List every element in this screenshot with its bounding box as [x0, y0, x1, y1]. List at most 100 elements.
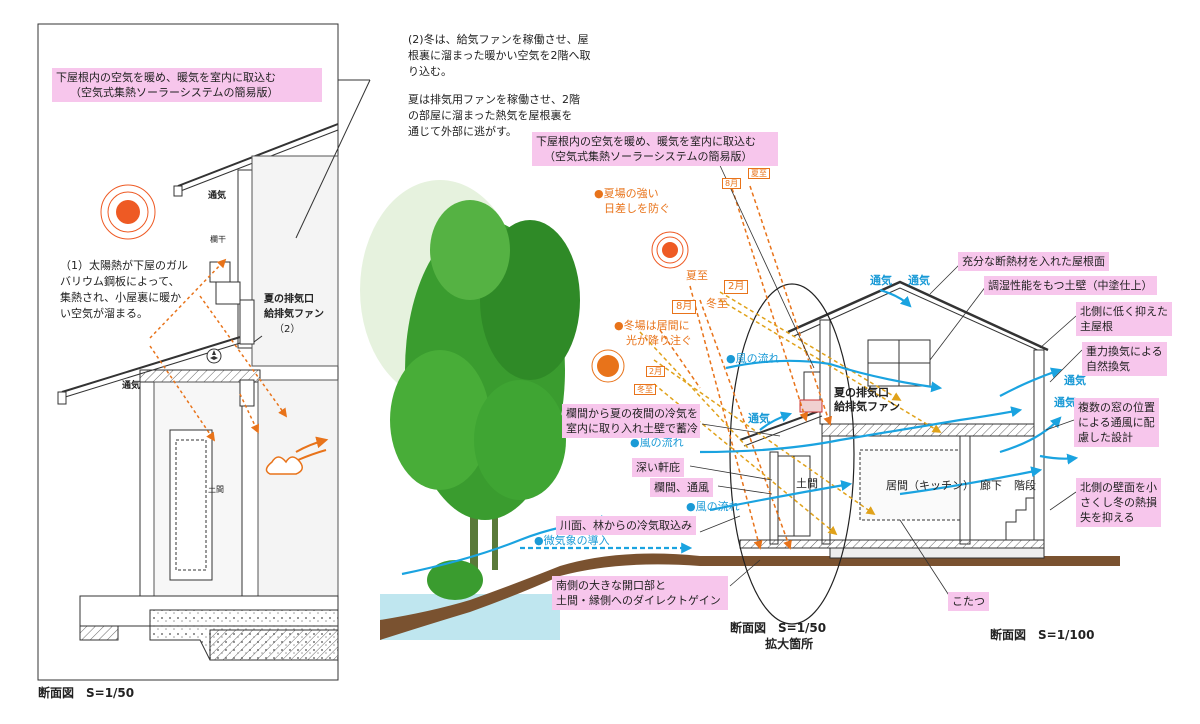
tag-feb-small: 2月: [646, 366, 666, 377]
top-note3-line: の部屋に溜まった熱気を屋根裏を: [408, 109, 573, 122]
left-label-vent-bottom: 通気: [122, 381, 141, 391]
left-note1-line: （1）太陽熱が下屋のガル: [60, 259, 188, 272]
top-note2-line: り込む。: [408, 65, 452, 78]
winter-sun-label: ●冬場は居間に 光が降り注ぐ: [614, 318, 692, 348]
north-roof-line2: 主屋根: [1080, 320, 1113, 333]
right-title-box: 下屋根内の空気を暖め、暖気を室内に取込む （空気式集熱ソーラーシステムの簡易版）: [532, 132, 778, 166]
sun-summer-icon: [651, 231, 689, 269]
ranma-box: 欄間から夏の夜間の冷気を 室内に取り入れ土壁で蓄冷: [562, 404, 700, 438]
left-sun-arrow-1: [149, 258, 227, 339]
left-exhaust-line2: 給排気ファン: [264, 309, 324, 320]
water-area: [380, 594, 560, 640]
vent-r2-label: 通気: [1054, 396, 1076, 409]
north-wall-box: 北側の壁面を小 さくし冬の熱損 失を抑える: [1076, 478, 1161, 527]
wind-label-3: ●風の流れ: [686, 500, 740, 513]
sun-winter-icon: [591, 349, 625, 383]
ranma-vent-box: 欄間、通風: [650, 478, 713, 497]
eaves-box: 深い軒庇: [632, 458, 684, 477]
windows-line2: による通風に配: [1078, 416, 1155, 429]
zoom-scale-line1: 断面図 S=1/50: [730, 621, 827, 635]
house-section-drawing: [739, 280, 1049, 559]
south-opening-box: 南側の大きな開口部と 土間・縁側へのダイレクトゲイン: [552, 576, 728, 610]
south-opening-line1: 南側の大きな開口部と: [556, 579, 666, 592]
left-label-doma: 土間: [208, 485, 224, 494]
micro-climate-label: ●微気象の導入: [534, 534, 610, 547]
gravity-vent-box: 重力換気による 自然換気: [1082, 342, 1167, 376]
stairs-label: 階段: [1014, 479, 1036, 492]
left-sun-icon: [100, 184, 156, 240]
right-scale-label: 断面図 S=1/100: [990, 628, 1095, 642]
gravity-vent-line2: 自然換気: [1086, 360, 1130, 373]
left-exhaust-line3: （2）: [274, 324, 301, 335]
right-title-line1: 下屋根内の空気を暖め、暖気を室内に取込む: [536, 135, 756, 148]
tag-winter-solstice: 冬至: [706, 297, 728, 310]
zoom-ellipse: [729, 283, 855, 625]
left-title-box: 下屋根内の空気を暖め、暖気を室内に取込む （空気式集熱ソーラーシステムの簡易版）: [52, 68, 322, 102]
left-note1-line: い空気が溜まる。: [60, 307, 148, 320]
zoom-scale-line2: 拡大箇所: [765, 637, 814, 651]
left-note1-line: 集熱され、小屋裏に暖か: [60, 291, 182, 304]
tag-winter-small: 冬至: [634, 384, 656, 395]
north-wall-line2: さくし冬の熱損: [1080, 496, 1157, 509]
left-title-line1: 下屋根内の空気を暖め、暖気を室内に取込む: [56, 71, 276, 84]
left-note1: （1）太陽熱が下屋のガル バリウム鋼板によって、 集熱され、小屋裏に暖か い空気…: [60, 258, 188, 322]
zoom-scale-label: 断面図 S=1/50 拡大箇所: [730, 620, 826, 652]
summer-sun-label: ●夏場の強い 日差しを防ぐ: [594, 186, 670, 216]
north-wall-line3: 失を抑える: [1080, 511, 1135, 524]
top-note3-line: 夏は排気用ファンを稼働させ、2階: [408, 93, 580, 106]
right-exhaust-line2: 給排気ファン: [834, 400, 900, 413]
left-sun-arrow-3: [149, 345, 216, 442]
ranma-line2: 室内に取り入れ土壁で蓄冷: [566, 422, 698, 435]
kotatsu-box: こたつ: [948, 592, 989, 611]
left-exhaust-line1: 夏の排気口: [264, 294, 314, 305]
right-title-line2: （空気式集熱ソーラーシステムの簡易版）: [544, 150, 753, 163]
left-section-drawing: [57, 123, 339, 661]
right-exhaust-label: 夏の排気口 給排気ファン: [834, 386, 900, 414]
left-exhaust-label: 夏の排気口 給排気ファン （2）: [264, 292, 324, 337]
top-note3-line: 通じて外部に逃がす。: [408, 125, 517, 138]
tag-aug-small: 8月: [722, 178, 742, 189]
solar-rays: [639, 181, 942, 550]
corridor-label: 廊下: [980, 479, 1002, 492]
tag-summer-solstice: 夏至: [686, 269, 708, 282]
insulation-box: 充分な断熱材を入れた屋根面: [958, 252, 1109, 271]
top-note3: 夏は排気用ファンを稼働させ、2階 の部屋に溜まった熱気を屋根裏を 通じて外部に逃…: [408, 92, 580, 140]
windows-line3: 慮した設計: [1078, 431, 1133, 444]
windows-box: 複数の窓の位置 による通風に配 慮した設計: [1074, 398, 1159, 447]
summer-sun-line2: 日差しを防ぐ: [604, 202, 670, 215]
top-note2-line: 根裏に溜まった暖かい空気を2階へ取: [408, 49, 591, 62]
left-scale-label: 断面図 S=1/50: [38, 686, 135, 700]
vent-left-label: 通気: [748, 412, 770, 425]
wind-label-2: ●風の流れ: [630, 436, 684, 449]
tag-summer-small: 夏至: [748, 168, 770, 179]
tag-aug: 8月: [672, 300, 697, 314]
living-label: 居間（キッチン）: [886, 479, 974, 492]
left-sun-arrow-2: [199, 295, 288, 418]
wind-label-1: ●風の流れ: [726, 352, 780, 365]
left-title-line2: （空気式集熱ソーラーシステムの簡易版）: [70, 86, 279, 99]
top-note2-line: (2)冬は、給気ファンを稼働させ、屋: [408, 33, 589, 46]
river-box: 川面、林からの冷気取込み: [556, 516, 696, 535]
north-roof-box: 北側に低く抑えた 主屋根: [1076, 302, 1172, 336]
tree-illustration: [360, 180, 580, 600]
north-wall-line1: 北側の壁面を小: [1080, 481, 1157, 494]
vent-roof1-label: 通気: [870, 274, 892, 287]
windows-line1: 複数の窓の位置: [1078, 401, 1155, 414]
fan-icon: [206, 348, 222, 364]
winter-sun-line1: ●冬場は居間に: [614, 319, 690, 332]
summer-sun-line1: ●夏場の強い: [594, 187, 659, 200]
left-sun-arrow-4: [239, 393, 259, 434]
warm-air-icon: [265, 436, 329, 475]
ranma-line1: 欄間から夏の夜間の冷気を: [566, 407, 698, 420]
left-label-rail: 欄干: [210, 235, 226, 244]
gravity-vent-line1: 重力換気による: [1086, 345, 1163, 358]
winter-sun-line2: 光が降り注ぐ: [626, 334, 692, 347]
tag-feb: 2月: [724, 280, 749, 294]
ground-line: [380, 553, 1120, 640]
left-note1-line: バリウム鋼板によって、: [60, 275, 180, 288]
doma-label: 土間: [796, 477, 818, 490]
clay-wall-box: 調湿性能をもつ土壁（中塗仕上）: [984, 276, 1157, 295]
top-note2: (2)冬は、給気ファンを稼働させ、屋 根裏に溜まった暖かい空気を2階へ取 り込む…: [408, 32, 591, 80]
north-roof-line1: 北側に低く抑えた: [1080, 305, 1168, 318]
